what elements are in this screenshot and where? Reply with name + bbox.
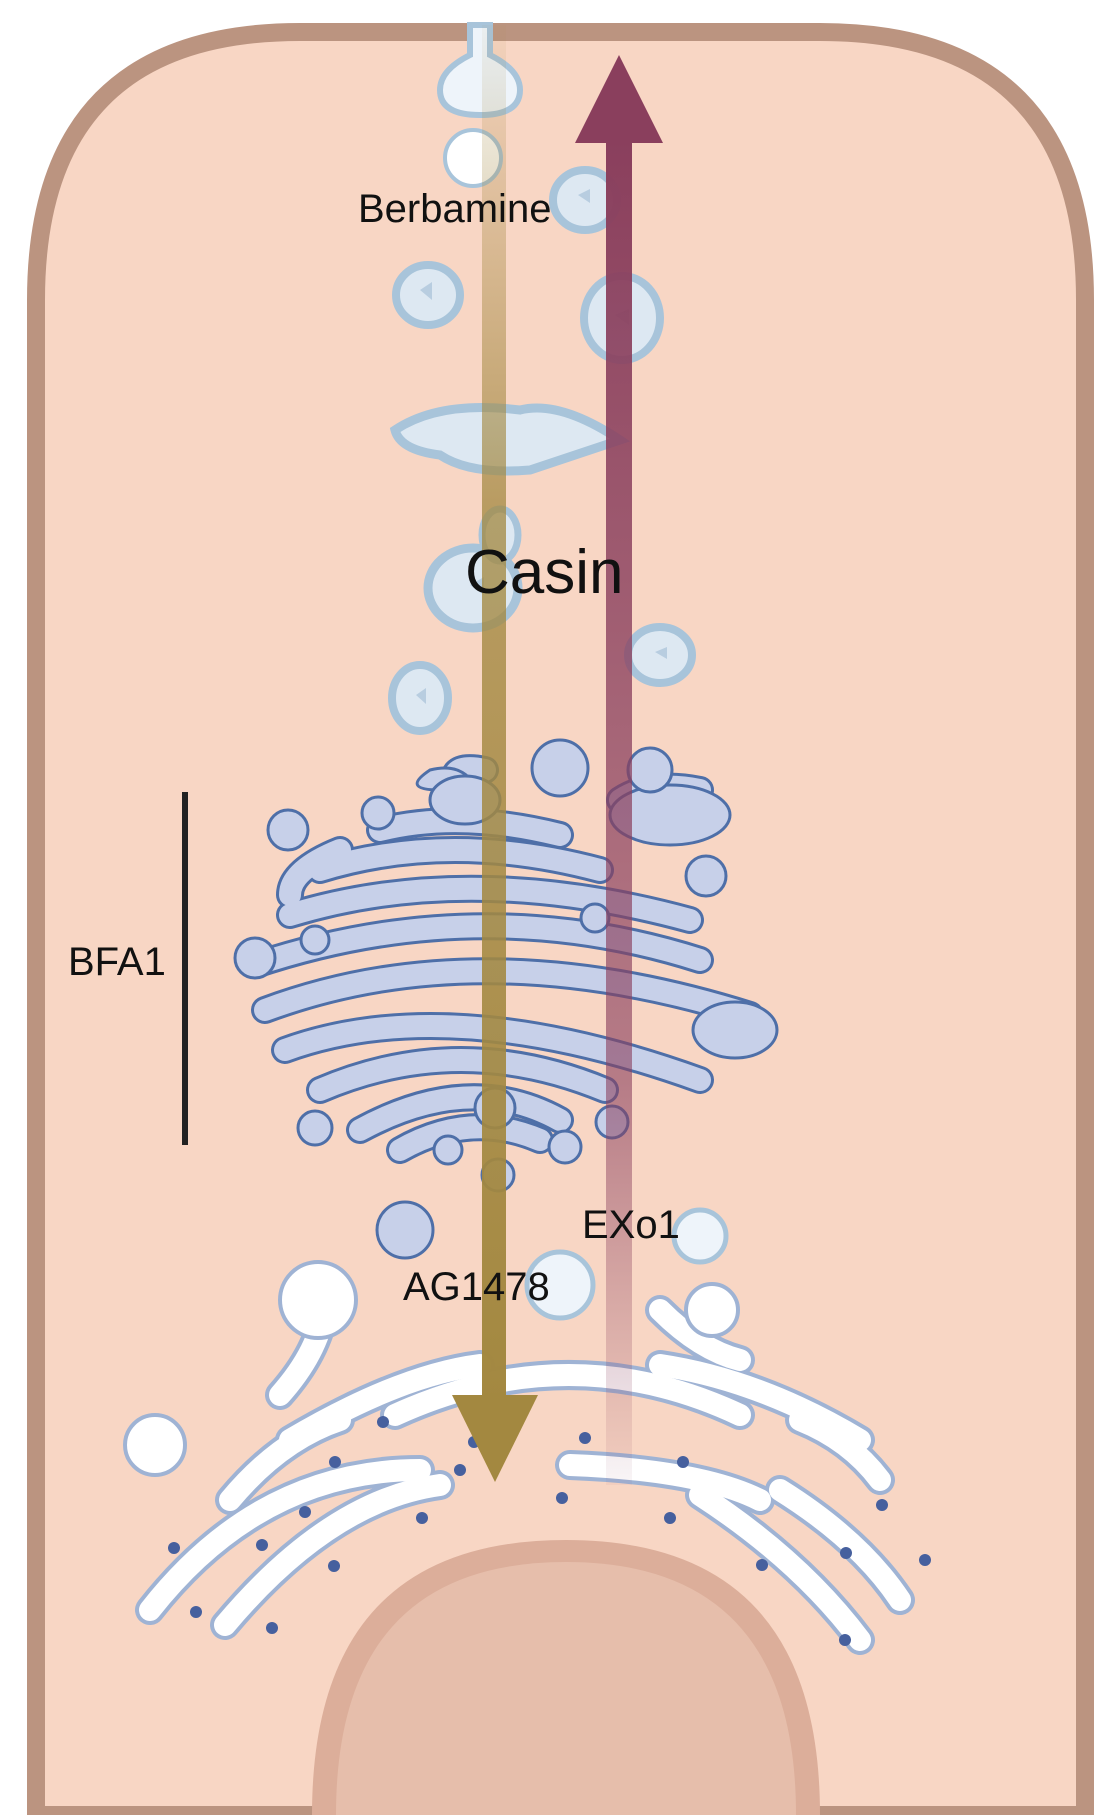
label-berbamine: Berbamine bbox=[358, 187, 551, 231]
vesicle bbox=[671, 1207, 729, 1265]
nucleus bbox=[312, 1540, 820, 1815]
endoplasmic-reticulum bbox=[123, 1260, 915, 1655]
label-bfa1: BFA1 bbox=[68, 940, 166, 984]
arrow-retrograde bbox=[575, 55, 663, 1485]
endosome bbox=[624, 623, 696, 687]
label-ag1478: AG1478 bbox=[403, 1265, 550, 1309]
vesicle bbox=[524, 1249, 596, 1321]
arrow-anterograde bbox=[452, 25, 538, 1482]
ribosomes bbox=[168, 1416, 931, 1646]
label-casin: Casin bbox=[465, 538, 624, 607]
label-exo1: EXo1 bbox=[582, 1203, 680, 1247]
